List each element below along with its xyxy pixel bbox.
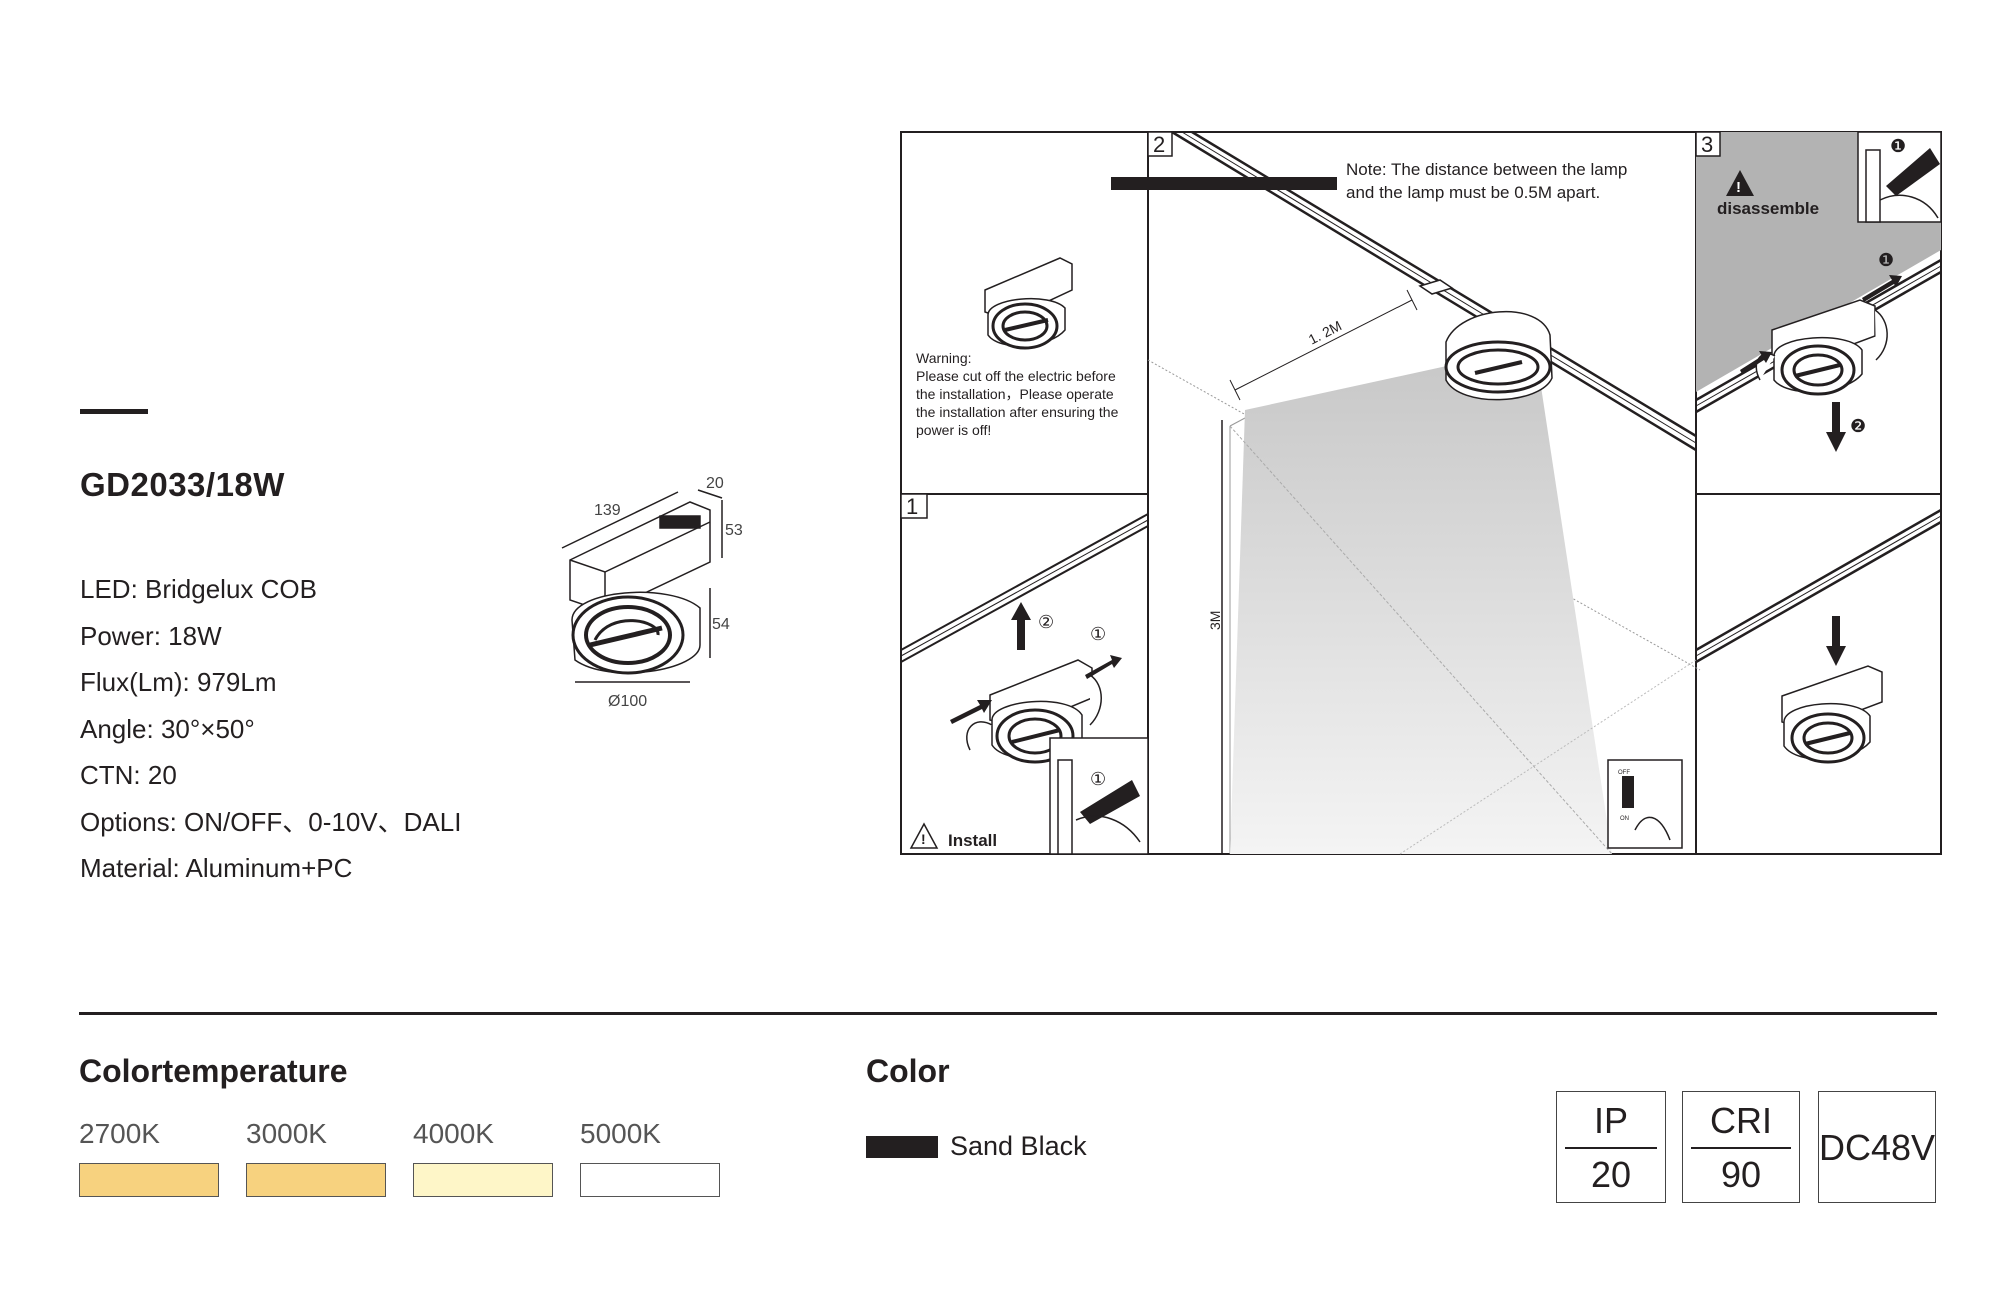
dim-head-height: 54 [712, 616, 730, 633]
distance-label: 1. 2M [1306, 317, 1344, 347]
ct-label-5000k: 5000K [580, 1118, 661, 1149]
ip-badge-label: IP [1593, 1100, 1628, 1141]
warning-line-1: Please cut off the electric before [916, 368, 1116, 384]
warning-title: Warning: [916, 350, 972, 366]
note-line-2: and the lamp must be 0.5M apart. [1346, 183, 1600, 202]
svg-text:Warning: Please cut off: Warning: Please cut off the electric bef… [916, 350, 1122, 438]
inset1-marker-1: ① [1090, 769, 1106, 789]
ct-label-3000k: 3000K [246, 1118, 327, 1149]
step4-panel [1695, 508, 1942, 764]
dim-width: 20 [706, 475, 724, 492]
step3-marker-2: ❷ [1850, 416, 1866, 436]
switch-off-label: OFF [1618, 770, 1630, 776]
section-divider [79, 1012, 1937, 1015]
step1-marker-1: ① [1090, 624, 1106, 644]
model-title: GD2033/18W [80, 466, 285, 503]
warning-line-2: the installation，Please operate [916, 386, 1114, 402]
dim-length: 139 [594, 502, 621, 519]
spec-options: Options: ON/OFF、0-10V、DALI [80, 806, 462, 837]
ip-badge-rule [1565, 1147, 1657, 1149]
height-label: 3M [1207, 611, 1223, 630]
dim-height: 53 [725, 522, 743, 539]
warning-triangle-icon: ! [909, 822, 939, 849]
ct-swatch-3000k [246, 1163, 386, 1197]
color-name: Sand Black [950, 1131, 1087, 1161]
step1-number: 1 [906, 494, 918, 519]
ct-label-4000k: 4000K [413, 1118, 494, 1149]
spec-list: LED: Bridgelux COB Power: 18W Flux(Lm): … [80, 566, 461, 892]
ct-swatch-4000k [413, 1163, 553, 1197]
spec-flux: Flux(Lm): 979Lm [80, 667, 277, 697]
color-title: Color [866, 1053, 950, 1089]
step2-number: 2 [1153, 132, 1165, 157]
disassemble-label: disassemble [1717, 199, 1819, 218]
cri-badge-rule [1691, 1147, 1791, 1149]
warning-panel: Warning: Please cut off the electric bef… [916, 257, 1122, 438]
step1-marker-2: ② [1038, 612, 1054, 632]
spec-angle: Angle: 30°×50° [80, 713, 255, 744]
color-chip-sand-black [866, 1136, 938, 1158]
inset3-marker-1: ❶ [1890, 136, 1906, 156]
spec-power: Power: 18W [80, 620, 222, 651]
svg-text:!: ! [1736, 179, 1741, 196]
dimension-drawing: 139 20 53 54 Ø100 [561, 475, 743, 710]
step2-panel: 2 Note: The distance between the lamp an… [1111, 130, 1701, 855]
spec-material: Material: Aluminum+PC [80, 853, 353, 883]
warning-line-3: the installation after ensuring the [916, 404, 1119, 420]
accent-bar [80, 409, 148, 414]
ip-badge-value: 20 [1590, 1154, 1632, 1195]
note-line-1: Note: The distance between the lamp [1346, 160, 1627, 179]
spec-ctn: CTN: 20 [80, 760, 177, 790]
switch-on-label: ON [1620, 816, 1629, 822]
installation-diagram: Warning: Please cut off the electric bef… [900, 130, 1942, 855]
step3-marker-1: ❶ [1878, 250, 1894, 270]
spec-led: LED: Bridgelux COB [80, 574, 317, 604]
ct-swatch-2700k [79, 1163, 219, 1197]
warning-line-4: power is off! [916, 422, 991, 438]
step3-panel: 3 ! disassemble ❶ ❶ ❷ [1695, 131, 1942, 452]
step3-number: 3 [1701, 132, 1713, 157]
cri-badge: CRI 90 [1682, 1091, 1800, 1203]
cri-badge-label: CRI [1710, 1100, 1772, 1141]
voltage-badge: DC48V [1818, 1091, 1936, 1203]
ct-swatch-5000k [580, 1163, 720, 1197]
svg-text:!: ! [921, 831, 926, 847]
svg-text:Note: The distance between the: Note: The distance between the lamp and … [1346, 160, 1632, 202]
step1-panel: 1 ② ① ① ! Install [900, 493, 1149, 855]
install-label: Install [948, 831, 997, 850]
colortemperature-title: Colortemperature [79, 1053, 348, 1089]
warning-triangle-filled-icon: ! [1726, 170, 1754, 196]
cri-badge-value: 90 [1720, 1154, 1762, 1195]
ct-label-2700k: 2700K [79, 1118, 160, 1149]
dim-diameter: Ø100 [608, 693, 647, 710]
ip-badge: IP 20 [1556, 1091, 1666, 1203]
